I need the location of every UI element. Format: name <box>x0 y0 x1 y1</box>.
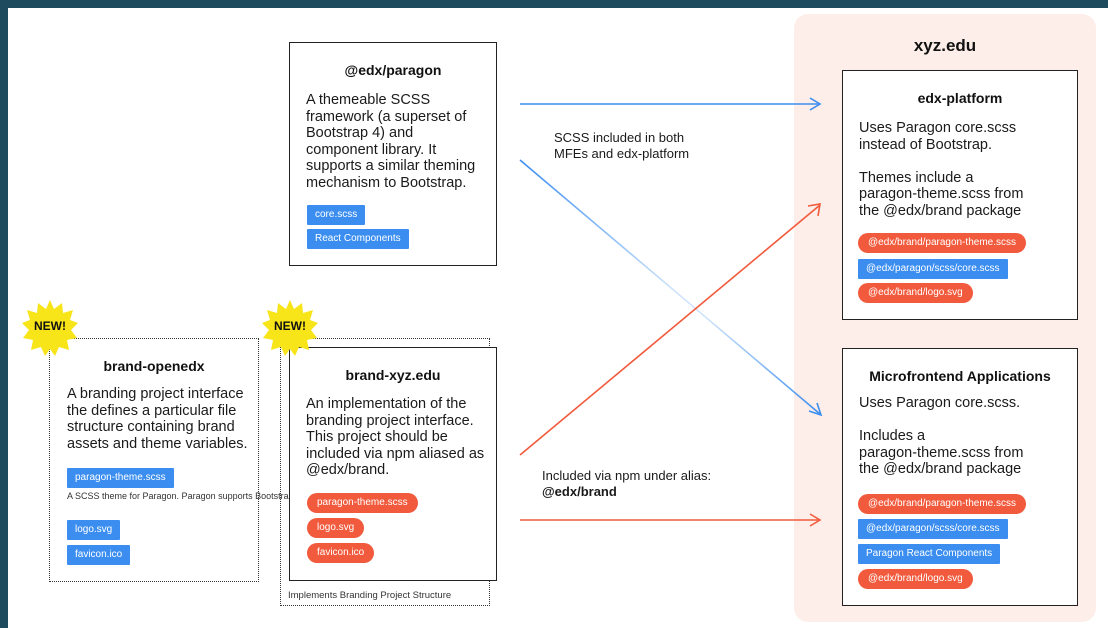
mfe-description: Uses Paragon core.scss. Includes a parag… <box>859 395 1024 477</box>
brand-openedx-outline <box>49 338 259 582</box>
edx-platform-box: edx-platform Uses Paragon core.scss inst… <box>842 70 1078 320</box>
chip-core-scss: core.scss <box>307 205 366 225</box>
chip-brand-logo: @edx/brand/logo.svg <box>858 569 973 589</box>
chip-logo-svg: logo.svg <box>67 520 121 540</box>
edx-platform-description: Uses Paragon core.scss instead of Bootst… <box>859 120 1024 219</box>
edx-platform-title: edx-platform <box>917 90 1003 106</box>
new-badge-label: NEW! <box>34 319 66 333</box>
mfe-title: Microfrontend Applications <box>869 368 1051 384</box>
arrow-brand-to-edx-platform <box>519 203 821 456</box>
panel-title: xyz.edu <box>913 36 977 55</box>
new-badge-label: NEW! <box>274 319 306 333</box>
paragon-title: @edx/paragon <box>344 62 442 78</box>
brand-xyz-title: brand-xyz.edu <box>345 367 441 383</box>
window-frame-top <box>0 0 1108 8</box>
chip-paragon-core-scss: @edx/paragon/scss/core.scss <box>858 259 1008 279</box>
npm-alias-label: Included via npm under alias: <box>542 468 712 483</box>
implements-structure-label: Implements Branding Project Structure <box>288 590 452 601</box>
chip-brand-logo: @edx/brand/logo.svg <box>858 283 973 303</box>
scss-included-label: SCSS included in both MFEs and edx-platf… <box>554 130 690 161</box>
brand-openedx-title: brand-openedx <box>103 358 205 374</box>
arrow-brand-to-mfe <box>520 513 822 527</box>
paragon-box: @edx/paragon A themeable SCSS framework … <box>289 42 497 266</box>
mfe-box: Microfrontend Applications Uses Paragon … <box>842 348 1078 606</box>
chip-paragon-react-components: Paragon React Components <box>858 544 1001 564</box>
new-badge-star-icon <box>262 300 318 356</box>
brand-xyz-box: brand-xyz.edu An implementation of the b… <box>289 347 497 581</box>
paragon-theme-note: A SCSS theme for Paragon. Paragon suppor… <box>67 491 343 501</box>
arrow-paragon-to-mfe <box>519 159 823 417</box>
brand-openedx-description: A branding project interface the defines… <box>67 386 248 452</box>
brand-xyz-description: An implementation of the branding projec… <box>306 396 485 478</box>
window-frame-left <box>0 0 8 628</box>
chip-logo-svg: logo.svg <box>307 518 365 538</box>
chip-favicon-ico: favicon.ico <box>307 543 375 563</box>
chip-favicon-ico: favicon.ico <box>67 545 131 565</box>
chip-brand-paragon-theme: @edx/brand/paragon-theme.scss <box>858 233 1027 253</box>
chip-paragon-theme-scss: paragon-theme.scss <box>67 468 174 488</box>
arrow-paragon-to-edx-platform <box>520 97 822 111</box>
new-badge-star-icon <box>22 300 78 356</box>
chip-paragon-theme-scss: paragon-theme.scss <box>307 493 418 513</box>
npm-alias-value: @edx/brand <box>542 484 617 499</box>
chip-react-components: React Components <box>307 229 409 249</box>
chip-brand-paragon-theme: @edx/brand/paragon-theme.scss <box>858 494 1027 514</box>
paragon-description: A themeable SCSS framework (a superset o… <box>306 92 476 191</box>
chip-paragon-core-scss: @edx/paragon/scss/core.scss <box>858 519 1008 539</box>
